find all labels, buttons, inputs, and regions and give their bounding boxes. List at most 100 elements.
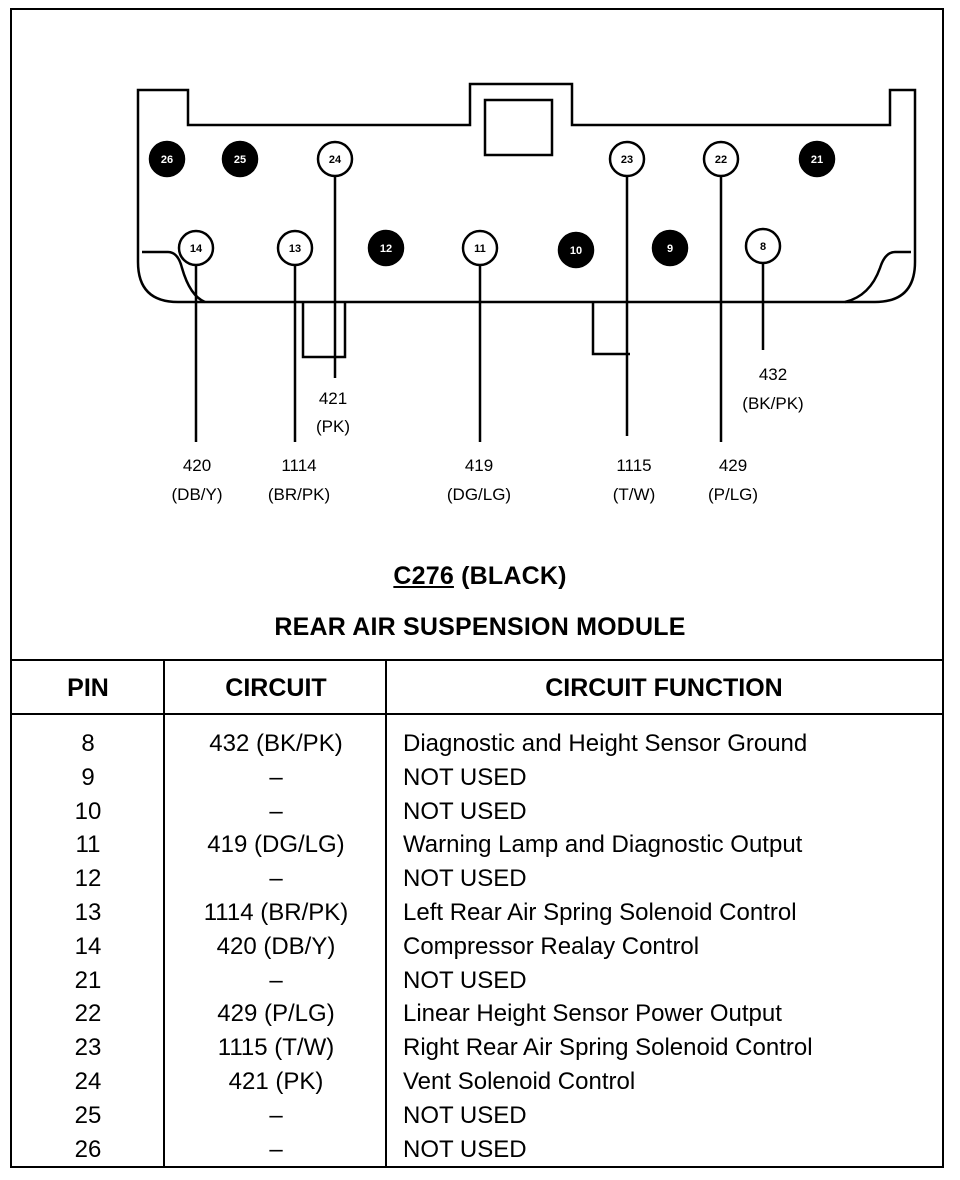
circuit-function-cell: Vent Solenoid Control xyxy=(403,1067,636,1095)
wire-label-22: 429 (P/LG) xyxy=(708,456,758,504)
pin-cell: 11 xyxy=(75,831,101,859)
pin-14: 14 xyxy=(177,229,215,267)
svg-text:10: 10 xyxy=(570,245,582,257)
circuit-cell: 1114 (BR/PK) xyxy=(203,898,349,926)
pin-cell: 22 xyxy=(74,1000,102,1028)
pin-12: 12 xyxy=(367,229,405,267)
svg-text:(DG/LG): (DG/LG) xyxy=(447,485,511,504)
circuit-function-cell: Diagnostic and Height Sensor Ground xyxy=(403,730,808,757)
pin-cell: 14 xyxy=(74,932,102,960)
circuit-cell: – xyxy=(269,797,283,825)
pin-cell: 9 xyxy=(81,763,95,791)
pin-cell: 23 xyxy=(74,1034,102,1062)
svg-text:12: 12 xyxy=(380,243,392,255)
circuit-function-cell: Left Rear Air Spring Solenoid Control xyxy=(403,898,797,926)
circuit-function-cell: NOT USED xyxy=(403,1101,527,1129)
circuit-cell: 421 (PK) xyxy=(228,1067,324,1095)
svg-text:23: 23 xyxy=(621,154,633,166)
pin-26: 26 xyxy=(148,140,186,178)
table-col-divider-1 xyxy=(163,660,165,1168)
circuit-cell: – xyxy=(269,1135,283,1163)
svg-text:8: 8 xyxy=(760,241,766,253)
wire-label-11: 419 (DG/LG) xyxy=(447,456,511,504)
pin-13: 13 xyxy=(276,229,314,267)
circuit-function-cell: NOT USED xyxy=(403,763,527,791)
wire-label-24: 421 (PK) xyxy=(316,389,350,436)
circuit-cell: – xyxy=(269,865,283,893)
circuit-column: 432 (BK/PK) – – 419 (DG/LG) – 1114 (BR/PK) 420… xyxy=(166,727,386,1166)
circuit-function-cell: Warning Lamp and Diagnostic Output xyxy=(403,831,803,859)
circuit-function-cell: NOT USED xyxy=(403,1135,527,1163)
svg-text:1115: 1115 xyxy=(616,456,651,475)
circuit-cell: 1115 (T/W) xyxy=(217,1034,335,1062)
connector-key-right xyxy=(591,302,630,356)
circuit-cell: 420 (DB/Y) xyxy=(216,932,336,960)
circuit-cell: 419 (DG/LG) xyxy=(207,831,345,859)
circuit-function-cell: Compressor Realay Control xyxy=(403,932,700,960)
circuit-function-cell: NOT USED xyxy=(403,865,527,893)
table-header-divider xyxy=(12,713,944,715)
circuit-function-cell: Linear Height Sensor Power Output xyxy=(403,1000,782,1028)
svg-text:(PK): (PK) xyxy=(316,417,350,436)
module-name: REAR AIR SUSPENSION MODULE xyxy=(274,613,686,641)
connector-body xyxy=(136,82,917,304)
pin-23: 23 xyxy=(608,140,646,178)
circuit-cell: 429 (P/LG) xyxy=(217,1000,335,1028)
pin-10: 10 xyxy=(557,231,595,269)
pin-cell: 24 xyxy=(74,1067,102,1095)
pin-cell: 21 xyxy=(74,966,102,994)
svg-text:(BK/PK): (BK/PK) xyxy=(742,394,803,413)
connector-key-left xyxy=(301,302,347,359)
pin-cell: 26 xyxy=(74,1135,102,1163)
pin-25: 25 xyxy=(221,140,259,178)
pin-cell: 25 xyxy=(74,1101,102,1129)
circuit-cell: – xyxy=(269,966,283,994)
svg-text:1114: 1114 xyxy=(281,456,316,475)
connector-diagram: 26 25 24 23 22 21 14 13 12 11 10 xyxy=(136,82,917,504)
connector-color: (BLACK) xyxy=(461,562,567,590)
svg-text:(BR/PK): (BR/PK) xyxy=(268,485,330,504)
svg-text:432: 432 xyxy=(759,365,787,384)
header-circuit-function: CIRCUIT FUNCTION xyxy=(545,674,783,702)
table-top-border xyxy=(12,659,944,661)
svg-text:(P/LG): (P/LG) xyxy=(708,485,758,504)
svg-text:13: 13 xyxy=(289,243,301,255)
svg-text:14: 14 xyxy=(190,243,203,255)
svg-text:(DB/Y): (DB/Y) xyxy=(172,485,223,504)
svg-text:26: 26 xyxy=(161,154,173,166)
pin-9: 9 xyxy=(651,229,689,267)
svg-text:22: 22 xyxy=(715,154,727,166)
pin-11: 11 xyxy=(461,229,499,267)
svg-text:419: 419 xyxy=(465,456,493,475)
header-circuit: CIRCUIT xyxy=(225,674,327,702)
svg-text:11: 11 xyxy=(474,243,486,255)
circuit-function-cell: NOT USED xyxy=(403,797,527,825)
connector-title: C276 (BLACK) xyxy=(0,562,960,591)
pin-21: 21 xyxy=(798,140,836,178)
wire-label-8: 432 (BK/PK) xyxy=(742,365,803,413)
svg-text:420: 420 xyxy=(183,456,211,475)
circuit-cell: – xyxy=(269,1101,283,1129)
circuit-cell: – xyxy=(269,763,283,791)
pin-cell: 10 xyxy=(74,797,102,825)
pin-cell: 13 xyxy=(74,898,102,926)
wire-label-23: 1115 (T/W) xyxy=(613,456,655,504)
wire-label-13: 1114 (BR/PK) xyxy=(268,456,330,504)
svg-text:25: 25 xyxy=(234,154,246,166)
circuit-cell: 432 (BK/PK) xyxy=(209,730,343,757)
connector-latch xyxy=(483,98,554,157)
table-col-divider-2 xyxy=(385,660,387,1168)
wire-label-14: 420 (DB/Y) xyxy=(172,456,223,504)
svg-text:(T/W): (T/W) xyxy=(613,485,655,504)
svg-text:421: 421 xyxy=(319,389,347,408)
pin-cell: 12 xyxy=(74,865,102,893)
circuit-function-cell: Right Rear Air Spring Solenoid Control xyxy=(403,1034,813,1062)
svg-text:24: 24 xyxy=(329,154,342,166)
pin-8: 8 xyxy=(744,227,782,265)
svg-text:21: 21 xyxy=(811,154,823,166)
header-pin: PIN xyxy=(67,674,109,702)
connector-id: C276 xyxy=(393,562,454,590)
svg-text:9: 9 xyxy=(667,243,673,255)
pin-22: 22 xyxy=(702,140,740,178)
